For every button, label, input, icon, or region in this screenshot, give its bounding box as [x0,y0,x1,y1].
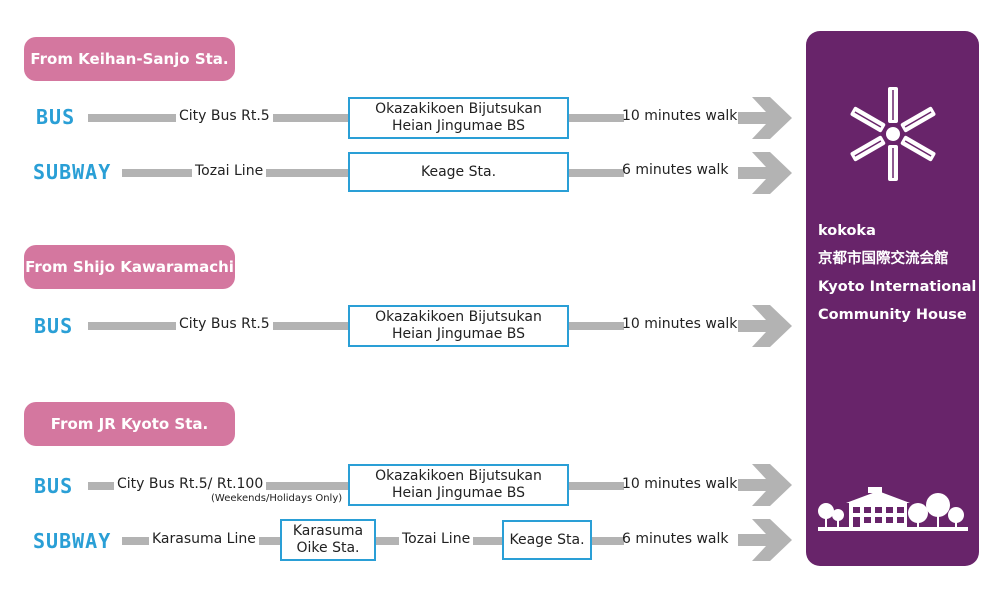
walk-label: 10 minutes walk [622,476,738,492]
destination-name-jp: 京都市国際交流会館 [818,251,949,267]
stop-name-line1: Okazakikoen Bijutsukan [375,309,542,325]
mode-subway: SUBWAY [33,160,112,184]
stop-box: Okazakikoen Bijutsukan Heian Jingumae BS [348,464,569,506]
section-label-jr: From JR Kyoto Sta. [24,402,235,446]
arrow-right-icon [738,97,792,139]
transfer-name-line2: Oike Sta. [296,540,360,556]
arrow-right-icon [738,152,792,194]
line-label: Tozai Line [192,163,267,179]
arrow-right-icon [738,464,792,506]
line-label-2: Tozai Line [399,531,474,547]
walk-line [569,482,624,490]
walk-label: 10 minutes walk [622,316,738,332]
destination-name-short: kokoka [818,223,876,239]
line-label: City Bus Rt.5/ Rt.100 [114,476,267,492]
stop-box: Keage Sta. [502,520,592,560]
stop-name-line1: Okazakikoen Bijutsukan [375,101,542,117]
section-label-shijo: From Shijo Kawaramachi [24,245,235,289]
transfer-name-line1: Karasuma [292,523,364,539]
walk-line [592,537,624,545]
stop-name: Keage Sta. [420,163,497,180]
kokoka-logo-icon [850,87,936,181]
walk-line [569,169,624,177]
stop-name-line2: Heian Jingumae BS [391,485,526,501]
section-label-keihan: From Keihan-Sanjo Sta. [24,37,235,81]
walk-label: 6 minutes walk [622,531,729,547]
mode-bus: BUS [34,314,74,338]
mode-bus: BUS [36,105,76,129]
destination-panel: kokoka 京都市国際交流会館 Kyoto International Com… [806,31,979,566]
stop-box: Okazakikoen Bijutsukan Heian Jingumae BS [348,305,569,347]
stop-name-line2: Heian Jingumae BS [391,326,526,342]
destination-name-en-line2: Community House [818,307,967,323]
line-label: Karasuma Line [149,531,259,547]
arrow-right-icon [738,305,792,347]
stop-name-line2: Heian Jingumae BS [391,118,526,134]
stop-name: Keage Sta. [509,531,585,548]
mode-subway: SUBWAY [33,529,112,553]
walk-label: 6 minutes walk [622,162,729,178]
destination-name-en-line1: Kyoto International [818,279,977,295]
stop-name-line1: Okazakikoen Bijutsukan [375,468,542,484]
mode-bus: BUS [34,474,74,498]
destination-name: kokoka 京都市国際交流会館 Kyoto International Com… [818,217,976,329]
weekend-note: (Weekends/Holidays Only) [211,493,343,504]
transfer-box: Karasuma Oike Sta. [280,519,376,561]
walk-label: 10 minutes walk [622,108,738,124]
line-label: City Bus Rt.5 [176,316,273,332]
walk-line [569,114,624,122]
stop-box: Keage Sta. [348,152,569,192]
walk-line [569,322,624,330]
building-icon [818,487,968,531]
stop-box: Okazakikoen Bijutsukan Heian Jingumae BS [348,97,569,139]
line-label: City Bus Rt.5 [176,108,273,124]
arrow-right-icon [738,519,792,561]
